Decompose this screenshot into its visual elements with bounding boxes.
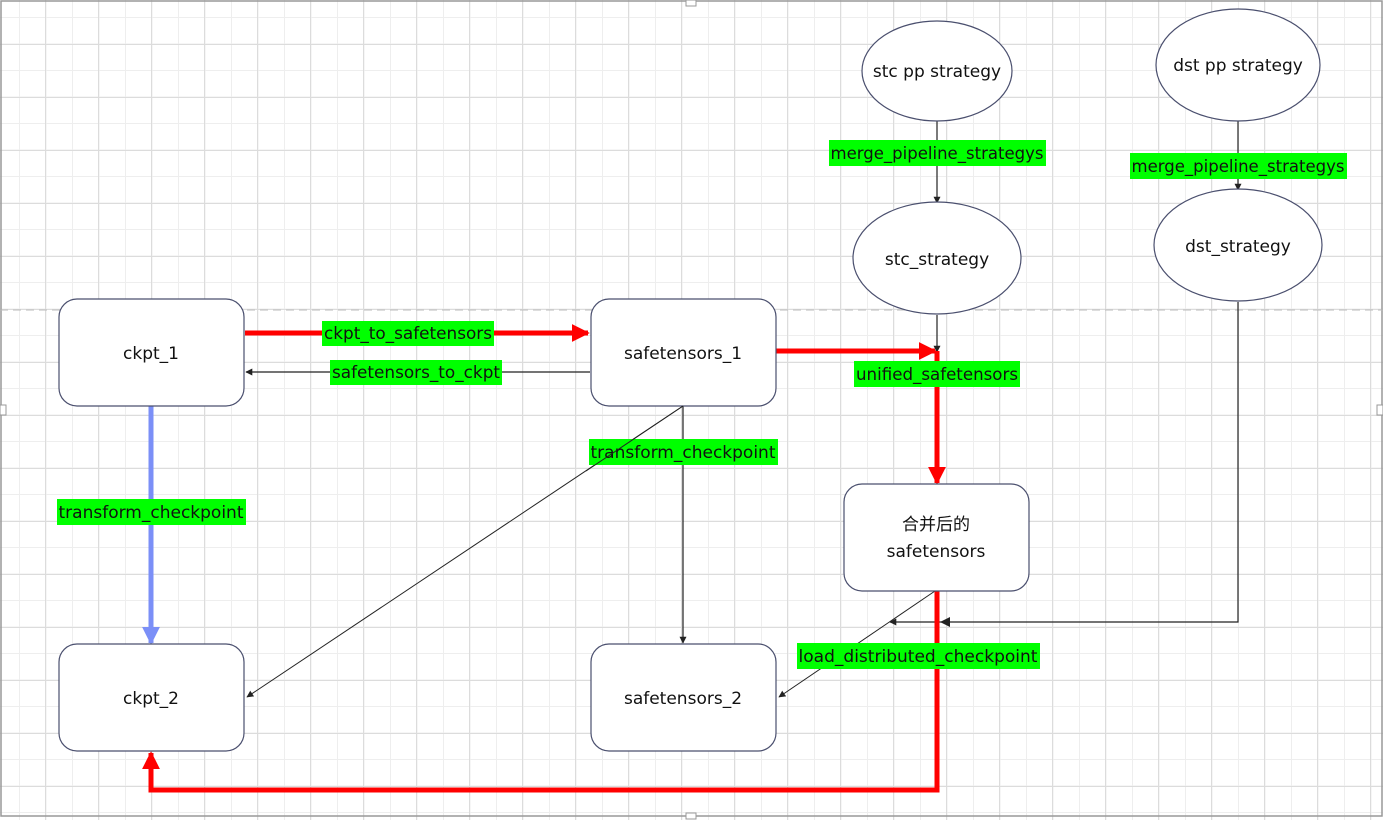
edge-label-text: merge_pipeline_strategys [1132, 157, 1345, 177]
node-label: dst pp strategy [1173, 56, 1303, 76]
resize-handle-top[interactable] [685, 0, 697, 7]
node-label: dst_strategy [1185, 237, 1291, 257]
edge-dst-strategy-to-load[interactable] [889, 302, 1239, 626]
edge-label-unified-safetensors[interactable]: unified_safetensors [854, 361, 1020, 387]
node-stc-strategy[interactable]: stc_strategy [852, 201, 1022, 315]
resize-handle-left[interactable] [0, 404, 7, 416]
node-dst-pp-strategy[interactable]: dst pp strategy [1155, 8, 1321, 122]
node-stc-pp-strategy[interactable]: stc pp strategy [861, 20, 1013, 122]
resize-handle-bottom[interactable] [685, 812, 697, 820]
edge-label-text: ckpt_to_safetensors [324, 324, 492, 344]
edge-label-transform-checkpoint-center[interactable]: transform_checkpoint [589, 439, 778, 465]
node-label: ckpt_1 [123, 344, 179, 364]
edge-label-text: merge_pipeline_strategys [831, 144, 1044, 164]
node-safetensors-1[interactable]: safetensors_1 [590, 298, 777, 407]
edge-label-safetensors-to-ckpt[interactable]: safetensors_to_ckpt [330, 360, 502, 385]
node-label: stc_strategy [885, 250, 989, 270]
edge-label-text: safetensors_to_ckpt [332, 363, 500, 383]
edge-label-transform-checkpoint-left[interactable]: transform_checkpoint [57, 499, 246, 525]
node-safetensors-2[interactable]: safetensors_2 [590, 643, 777, 752]
node-label: stc pp strategy [873, 62, 1001, 82]
node-merged-safetensors[interactable]: 合并后的 safetensors [843, 483, 1030, 592]
node-ckpt-2[interactable]: ckpt_2 [58, 643, 245, 752]
node-dst-strategy[interactable]: dst_strategy [1153, 188, 1323, 302]
node-label-line1: 合并后的 [902, 515, 970, 535]
edge-label-merge-pipeline-dst[interactable]: merge_pipeline_strategys [1130, 153, 1347, 179]
edge-label-text: transform_checkpoint [59, 503, 244, 523]
node-ckpt-1[interactable]: ckpt_1 [58, 298, 245, 407]
edge-label-text: transform_checkpoint [591, 443, 776, 463]
node-label: ckpt_2 [123, 689, 179, 709]
edge-label-ckpt-to-safetensors[interactable]: ckpt_to_safetensors [322, 321, 494, 346]
node-label: safetensors_1 [624, 344, 742, 364]
edge-label-load-distributed-checkpoint[interactable]: load_distributed_checkpoint [797, 643, 1040, 669]
edge-overlay-segment [585, 405, 684, 472]
edge-label-text: load_distributed_checkpoint [799, 647, 1038, 667]
edge-label-merge-pipeline-stc[interactable]: merge_pipeline_strategys [829, 140, 1046, 166]
arrowhead-icon [940, 617, 950, 627]
resize-handle-right[interactable] [1376, 404, 1383, 416]
node-label: safetensors_2 [624, 689, 742, 709]
node-label-line2: safetensors [887, 542, 986, 562]
edge-merged-to-ckpt2[interactable] [142, 591, 940, 793]
edge-label-text: unified_safetensors [856, 365, 1018, 385]
